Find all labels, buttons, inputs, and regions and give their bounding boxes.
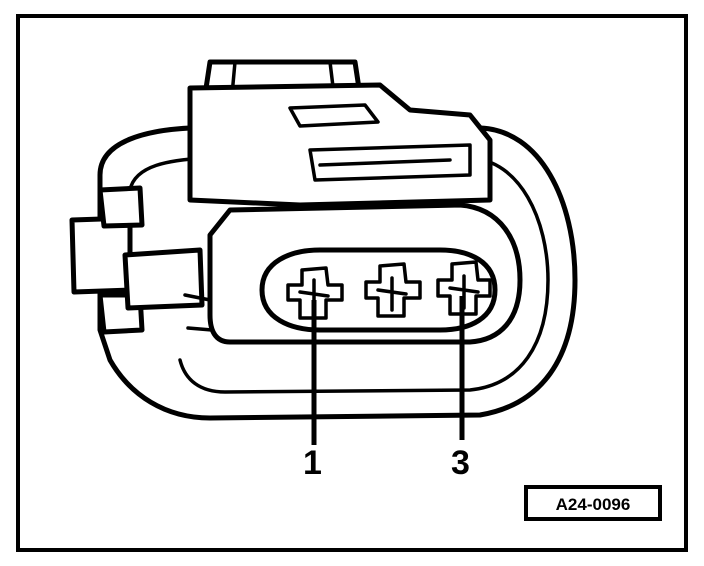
terminal-2 <box>364 262 422 318</box>
latch-body <box>187 82 493 208</box>
callout-number-3: 3 <box>451 444 470 482</box>
pin-carrier <box>207 202 523 345</box>
figure-id-label: A24-0096 <box>556 495 631 514</box>
left-clip-middle <box>97 185 145 229</box>
side-lock <box>122 247 205 311</box>
figure-id-box: A24-0096 <box>524 485 662 521</box>
connector-housing <box>69 59 578 421</box>
callout-number-1: 1 <box>303 444 322 482</box>
pin-face <box>259 247 498 333</box>
left-clip-upper <box>69 215 133 295</box>
